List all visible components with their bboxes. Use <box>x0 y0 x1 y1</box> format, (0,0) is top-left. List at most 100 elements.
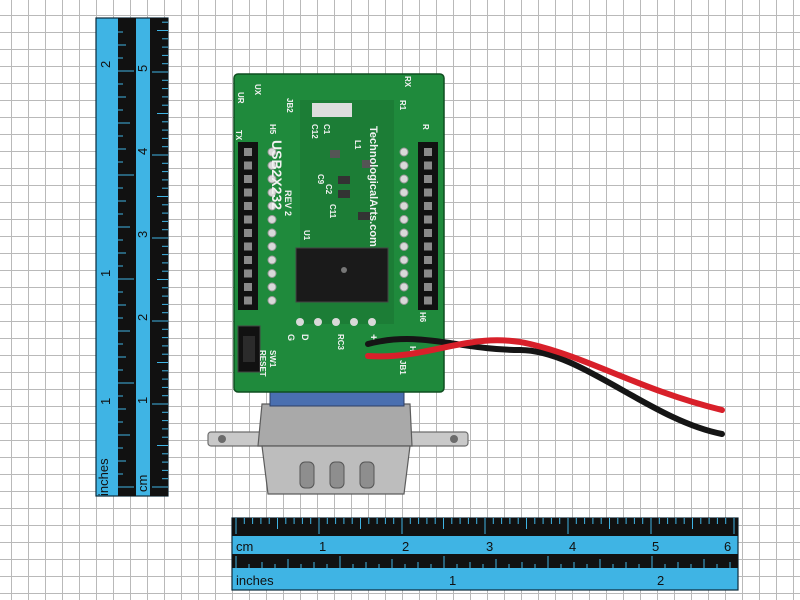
board-label-jb2: JB2 <box>285 98 294 113</box>
header-pin <box>424 256 432 264</box>
header-pin <box>424 283 432 291</box>
vertical-ruler-cm-ticks <box>152 21 168 488</box>
board-pads <box>267 147 409 326</box>
connector-screw-hole <box>450 435 458 443</box>
vertical-ruler-inch-ticks <box>118 31 134 488</box>
header-strip-left <box>238 142 258 310</box>
horizontal-ruler: cm inches 1 2 3 4 5 6 1 2 <box>231 517 739 591</box>
solder-pad <box>350 318 358 326</box>
vertical-ruler-inch-label: inches <box>96 458 111 496</box>
header-strip-right <box>418 142 438 310</box>
smd-component <box>358 212 370 220</box>
db9-connector <box>207 391 469 495</box>
vertical-ruler-cm-scale <box>150 18 168 496</box>
vertical-ruler-inch-tick-label: 1 <box>98 270 113 277</box>
vertical-ruler-cm-tick-label: 1 <box>135 397 150 404</box>
solder-pad <box>296 318 304 326</box>
solder-pad <box>267 269 277 278</box>
solder-pad <box>399 296 409 305</box>
horizontal-ruler-cm-tick-label: 3 <box>486 539 493 554</box>
solder-pad <box>267 201 277 211</box>
solder-pad <box>399 147 409 157</box>
header-pin <box>244 202 252 210</box>
header-pin <box>244 283 252 291</box>
board-label-l1: L1 <box>353 140 362 150</box>
solder-pad <box>267 255 277 265</box>
solder-pad <box>399 161 409 170</box>
red-wire <box>365 337 725 413</box>
vertical-ruler-inch-tick-label: 2 <box>98 61 113 68</box>
solder-pad <box>267 174 277 184</box>
header-pin <box>244 161 252 170</box>
header-pin <box>244 269 252 278</box>
connector-pin-slot <box>329 461 345 489</box>
board-label-c12: C12 <box>310 124 319 139</box>
board-label-r: R <box>421 124 430 130</box>
solder-pad <box>399 188 409 197</box>
usb-connector-pads <box>312 103 352 117</box>
horizontal-ruler-inch-scale <box>232 554 738 568</box>
board-label-rc3: RC3 <box>336 334 345 351</box>
header-pin <box>244 188 252 197</box>
board-label-g: G <box>286 334 296 341</box>
chip-marker-dot <box>341 267 347 273</box>
connector-shell-back <box>257 403 413 447</box>
header-pins-right <box>424 148 432 305</box>
solder-pad <box>399 228 409 238</box>
horizontal-ruler-cm-tick-label: 4 <box>569 539 576 554</box>
board-brand: TechnologicalArts.com <box>367 126 379 247</box>
horizontal-ruler-cm-tick-label: 1 <box>319 539 326 554</box>
vertical-ruler-cm-tick-label: 4 <box>135 148 150 155</box>
board-label-d: D <box>300 334 310 341</box>
board-label-jb1: JB1 <box>398 360 407 375</box>
power-cable <box>365 336 725 437</box>
header-pin <box>424 215 432 224</box>
solder-pad <box>399 201 409 211</box>
board-model: USB2X232 <box>269 140 285 210</box>
board-label-ux: UX <box>253 84 262 96</box>
solder-pad <box>267 228 277 238</box>
board-label-ur: UR <box>236 92 245 104</box>
header-pin <box>244 148 252 156</box>
solder-pad <box>399 215 409 224</box>
vertical-ruler-cm-label: cm <box>135 475 150 492</box>
vertical-ruler-inch-scale <box>118 18 136 496</box>
reset-button-cap <box>243 336 255 362</box>
header-pin <box>244 256 252 264</box>
vertical-ruler-cm-tick-label: 2 <box>135 314 150 321</box>
solder-pad <box>399 255 409 265</box>
board-label-tx: TX <box>234 130 243 141</box>
header-pin <box>424 296 432 305</box>
horizontal-ruler-cm-tick-label: 5 <box>652 539 659 554</box>
solder-pad <box>399 174 409 184</box>
header-pin <box>244 229 252 237</box>
vertical-ruler-cm-tick-label: 5 <box>135 65 150 72</box>
header-pin <box>424 242 432 251</box>
board-label-u1: U1 <box>302 230 311 241</box>
header-pin <box>424 188 432 197</box>
header-pin <box>244 296 252 305</box>
connector-pin-slot <box>359 461 375 489</box>
header-pins-left <box>244 148 252 305</box>
board-label-h6: H6 <box>418 312 427 323</box>
header-pin <box>424 229 432 237</box>
solder-pad <box>267 296 277 305</box>
board-label-c9: C9 <box>316 174 325 185</box>
board-label-sw1: SW1 <box>268 350 277 368</box>
vertical-ruler-inch-tick-label: 1 <box>98 398 113 405</box>
black-wire <box>365 336 725 437</box>
vertical-ruler: inches cm 1 1 2 1 2 3 4 5 <box>95 17 169 497</box>
vertical-ruler-cm-tick-label: 3 <box>135 231 150 238</box>
horizontal-ruler-cm-tick-label: 2 <box>402 539 409 554</box>
connector-pin-slot <box>299 461 315 489</box>
horizontal-ruler-inch-label: inches <box>236 573 274 588</box>
solder-pad <box>267 242 277 251</box>
horizontal-ruler-inch-ticks <box>235 556 731 568</box>
header-pin <box>424 175 432 183</box>
solder-pad <box>267 282 277 292</box>
board-revision: REV 2 <box>283 190 293 216</box>
solder-pad <box>267 161 277 170</box>
board-label-r1: R1 <box>398 100 407 111</box>
connector-screw-hole <box>218 435 226 443</box>
horizontal-ruler-cm-ticks <box>235 518 735 534</box>
